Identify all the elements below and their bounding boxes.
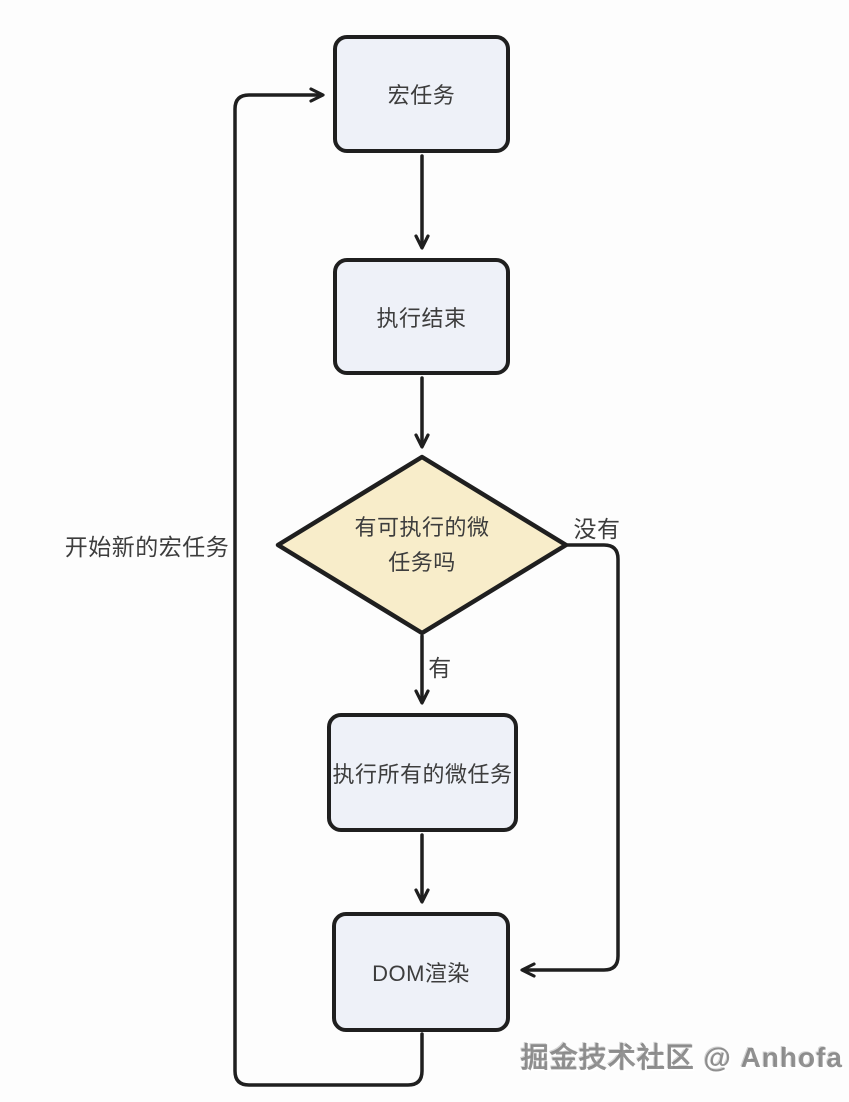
node-exec-all-micro: 执行所有的微任务 <box>327 713 518 832</box>
node-exec-end: 执行结束 <box>333 258 510 375</box>
node-exec-all-micro-label: 执行所有的微任务 <box>332 761 513 787</box>
node-macro-task-label: 宏任务 <box>387 83 456 108</box>
node-macro-task: 宏任务 <box>333 35 510 153</box>
node-dom-render-label: DOM渲染 <box>372 961 470 986</box>
node-micro-task-check-label: 有可执行的微 任务吗 <box>354 514 490 575</box>
edge-label-no: 没有 <box>573 516 621 542</box>
decision-diamond-shape <box>275 454 569 636</box>
edge-label-restart: 开始新的宏任务 <box>64 534 230 560</box>
edge-dom-render-loop-to-macro-task <box>233 87 424 1087</box>
watermark-text: 掘金技术社区 @ Anhofa <box>520 1042 843 1073</box>
edge-decision-no-to-dom-render <box>520 543 620 978</box>
edge-label-yes: 有 <box>428 655 452 681</box>
node-exec-end-label: 执行结束 <box>376 305 467 331</box>
node-dom-render: DOM渲染 <box>332 912 510 1032</box>
